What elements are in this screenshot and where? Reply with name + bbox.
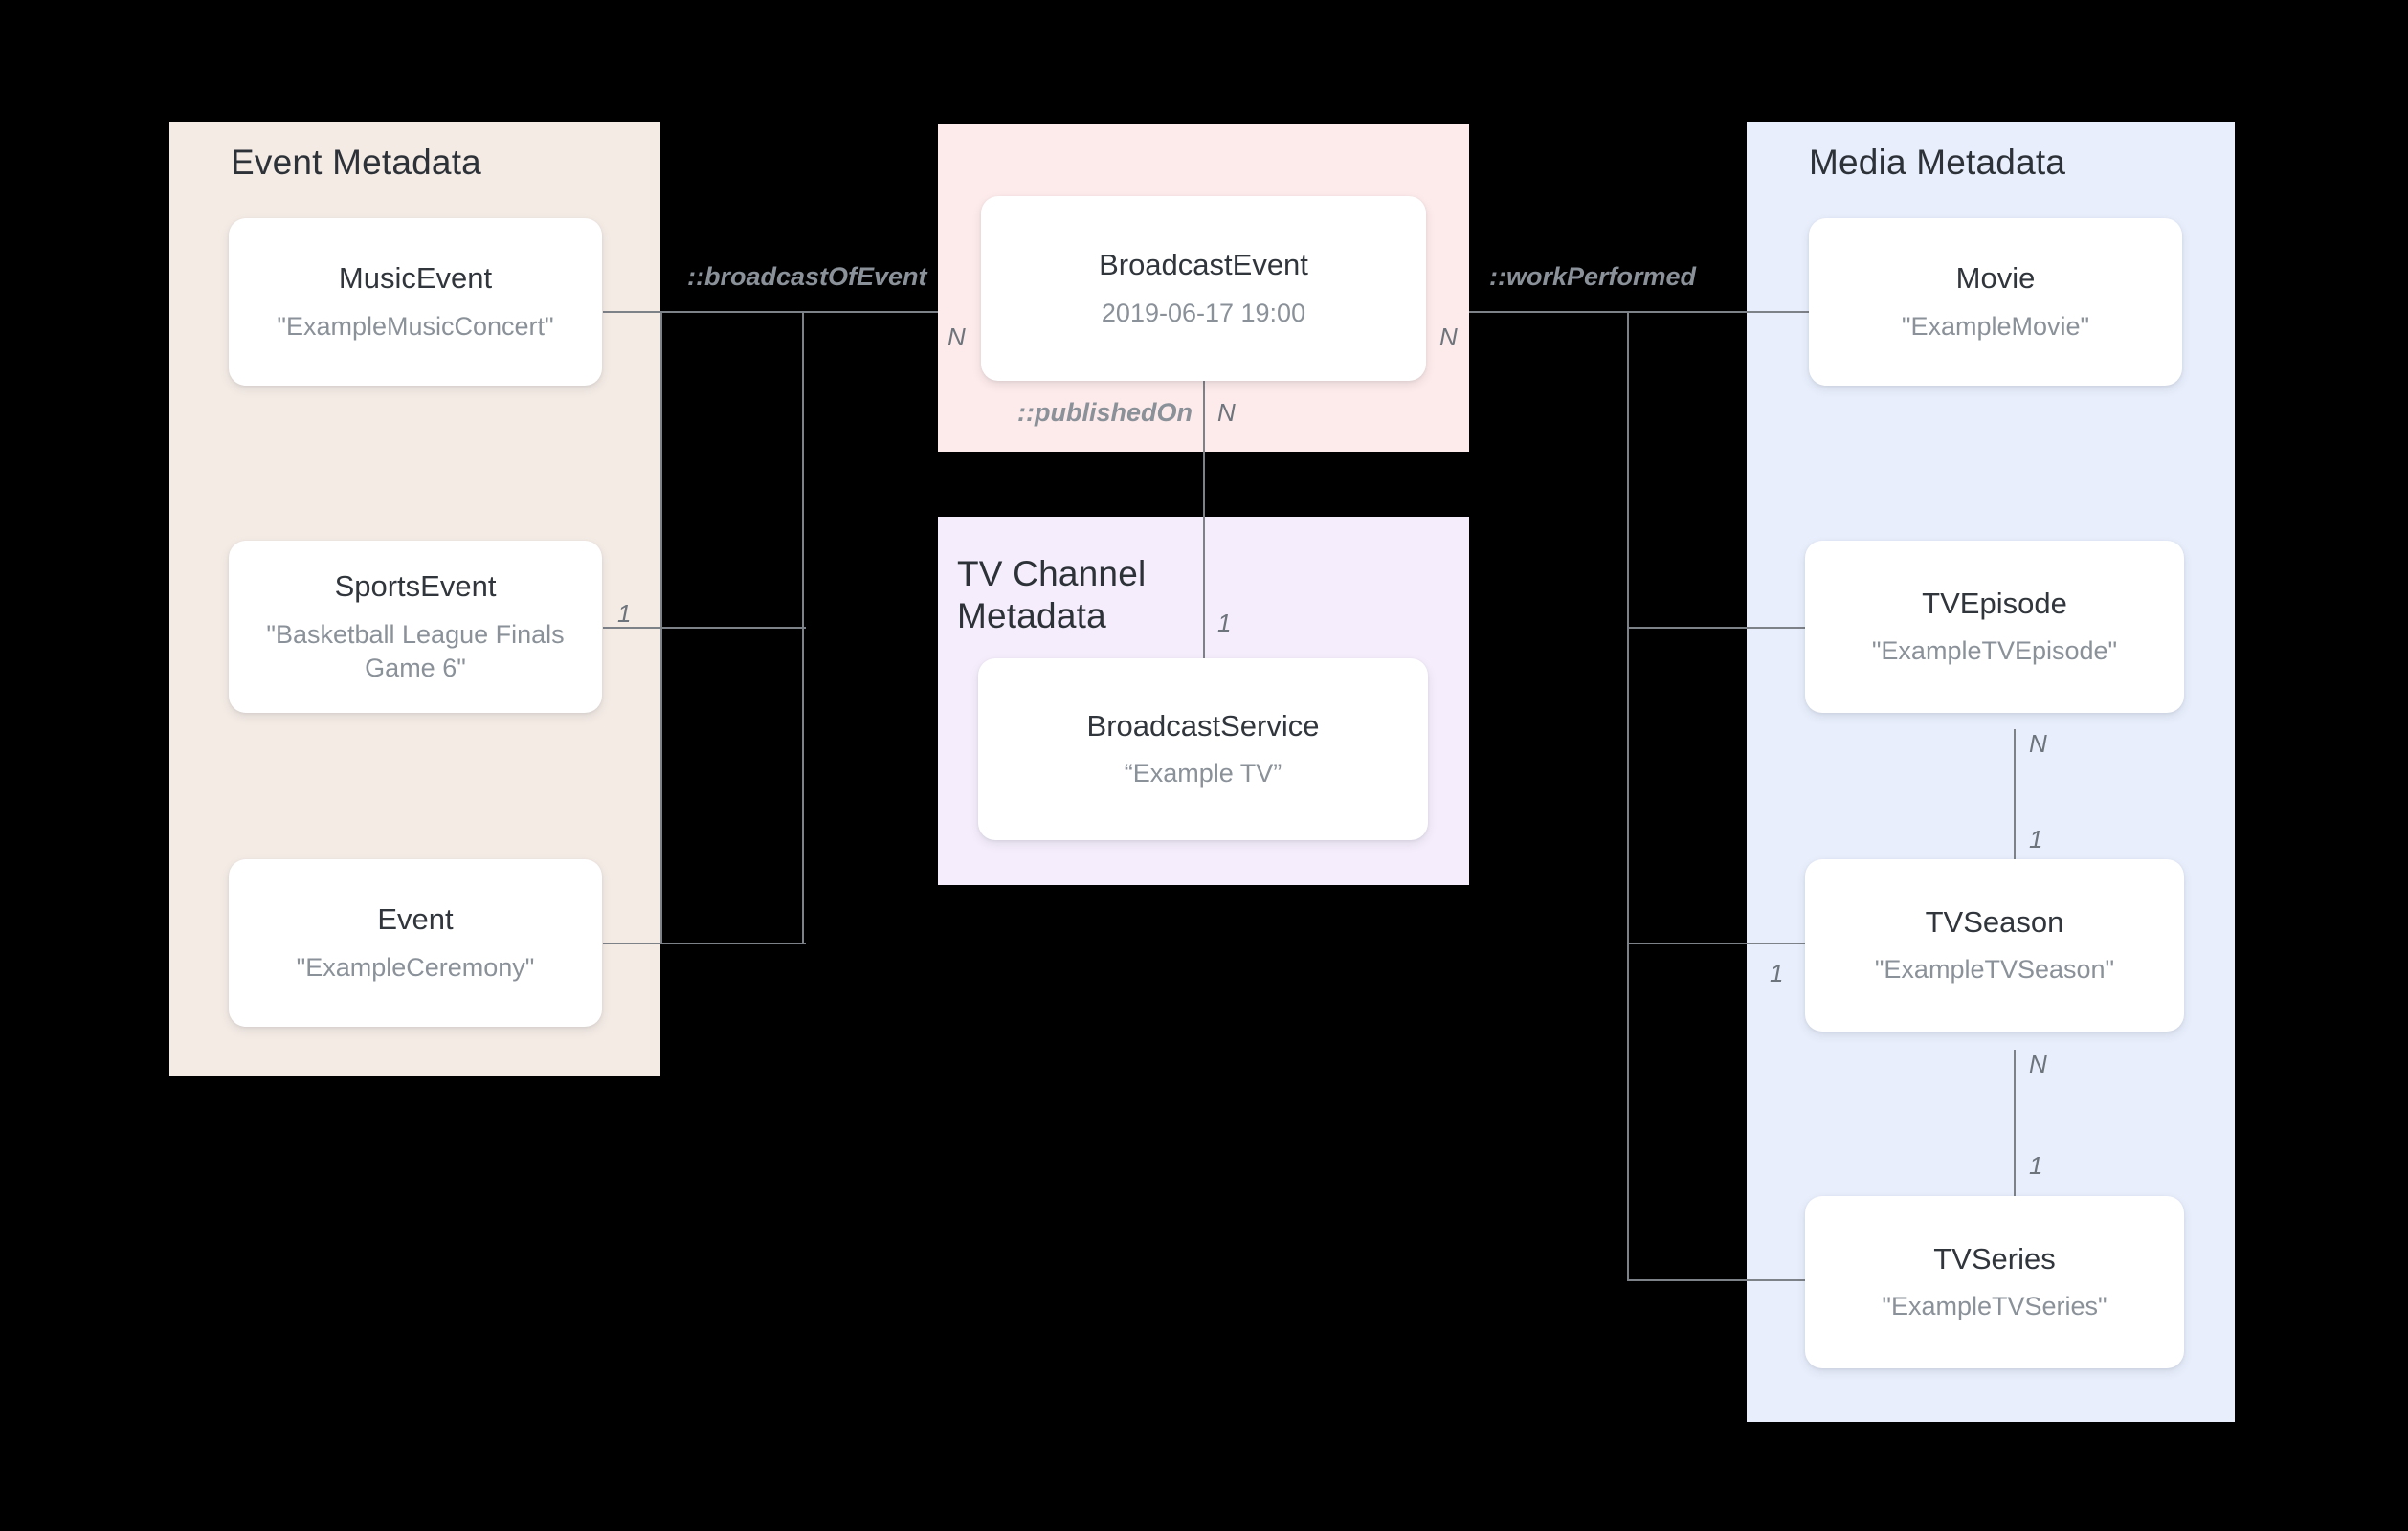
node-value-label: "ExampleMovie" <box>1901 311 2090 341</box>
node-value-label: "ExampleMusicConcert" <box>277 311 554 341</box>
relation-label-published-on: ::publishedOn <box>1017 398 1193 427</box>
node-event[interactable]: Event "ExampleCeremony" <box>229 859 602 1027</box>
cardinality-tv-season-one-left: 1 <box>1770 959 1784 987</box>
edge-to-music-event <box>603 311 804 313</box>
cardinality-broadcast-event-right-n: N <box>1439 322 1458 351</box>
node-type-label: TVSeries <box>1933 1241 2056 1276</box>
node-type-label: SportsEvent <box>334 569 497 604</box>
node-type-label: TVSeason <box>1925 904 2064 939</box>
node-value-label: "ExampleTVEpisode" <box>1871 636 2118 666</box>
node-music-event[interactable]: MusicEvent "ExampleMusicConcert" <box>229 218 602 386</box>
node-type-label: BroadcastService <box>1086 708 1320 743</box>
cardinality-tv-season-one-vert: 1 <box>2029 825 2043 854</box>
cardinality-sports-event-one: 1 <box>617 599 632 628</box>
cardinality-tv-episode-n: N <box>2029 729 2047 758</box>
node-broadcast-service[interactable]: BroadcastService “Example TV” <box>978 658 1428 840</box>
edge-broadcast-event-right-stub <box>1469 311 1627 313</box>
group-title-event-metadata: Event Metadata <box>231 143 481 182</box>
node-value-label: "ExampleTVSeries" <box>1882 1292 2107 1321</box>
relation-label-work-performed: ::workPerformed <box>1489 262 1697 291</box>
node-value-label: "ExampleCeremony" <box>296 952 535 982</box>
group-title-tv-channel-metadata: TV Channel Metadata <box>957 554 1147 635</box>
node-tv-episode[interactable]: TVEpisode "ExampleTVEpisode" <box>1805 541 2184 713</box>
node-tv-series[interactable]: TVSeries "ExampleTVSeries" <box>1805 1196 2184 1368</box>
node-value-label: "Basketball League Finals Game 6" <box>266 619 565 682</box>
edge-episode-to-season <box>2014 729 2016 901</box>
relation-label-broadcast-of-event: ::broadcastOfEvent <box>687 262 927 291</box>
cardinality-tv-season-n: N <box>2029 1050 2047 1078</box>
node-type-label: TVEpisode <box>1922 586 2067 620</box>
edge-season-to-series <box>2014 1050 2016 1203</box>
node-type-label: BroadcastEvent <box>1099 248 1308 282</box>
node-type-label: Event <box>377 902 454 937</box>
node-type-label: MusicEvent <box>338 261 493 296</box>
group-title-media-metadata: Media Metadata <box>1809 143 2066 182</box>
node-value-label: 2019-06-17 19:00 <box>1101 298 1306 327</box>
cardinality-broadcast-event-left-n: N <box>948 322 966 351</box>
node-type-label: Movie <box>1955 261 2036 296</box>
cardinality-broadcast-service-one: 1 <box>1217 609 1232 637</box>
edge-to-sports-event <box>603 627 806 629</box>
edge-broadcast-event-left-stub <box>802 311 938 313</box>
edge-to-tv-season <box>1627 943 1809 944</box>
node-broadcast-event[interactable]: BroadcastEvent 2019-06-17 19:00 <box>981 196 1426 381</box>
cardinality-tv-series-one: 1 <box>2029 1151 2043 1180</box>
edge-to-movie <box>1627 311 1809 313</box>
node-sports-event[interactable]: SportsEvent "Basketball League Finals Ga… <box>229 541 602 713</box>
edge-to-tv-episode <box>1627 627 1809 629</box>
edge-workperformed-trunk <box>1627 311 1629 1279</box>
node-value-label: "ExampleTVSeason" <box>1874 955 2115 985</box>
edge-to-tv-series <box>1627 1279 1809 1281</box>
edge-publishedon <box>1203 381 1205 658</box>
node-movie[interactable]: Movie "ExampleMovie" <box>1809 218 2182 386</box>
node-tv-season[interactable]: TVSeason "ExampleTVSeason" <box>1805 859 2184 1032</box>
cardinality-broadcast-event-down-n: N <box>1217 398 1236 427</box>
node-value-label: “Example TV” <box>1124 759 1282 788</box>
edge-to-event <box>603 943 806 944</box>
